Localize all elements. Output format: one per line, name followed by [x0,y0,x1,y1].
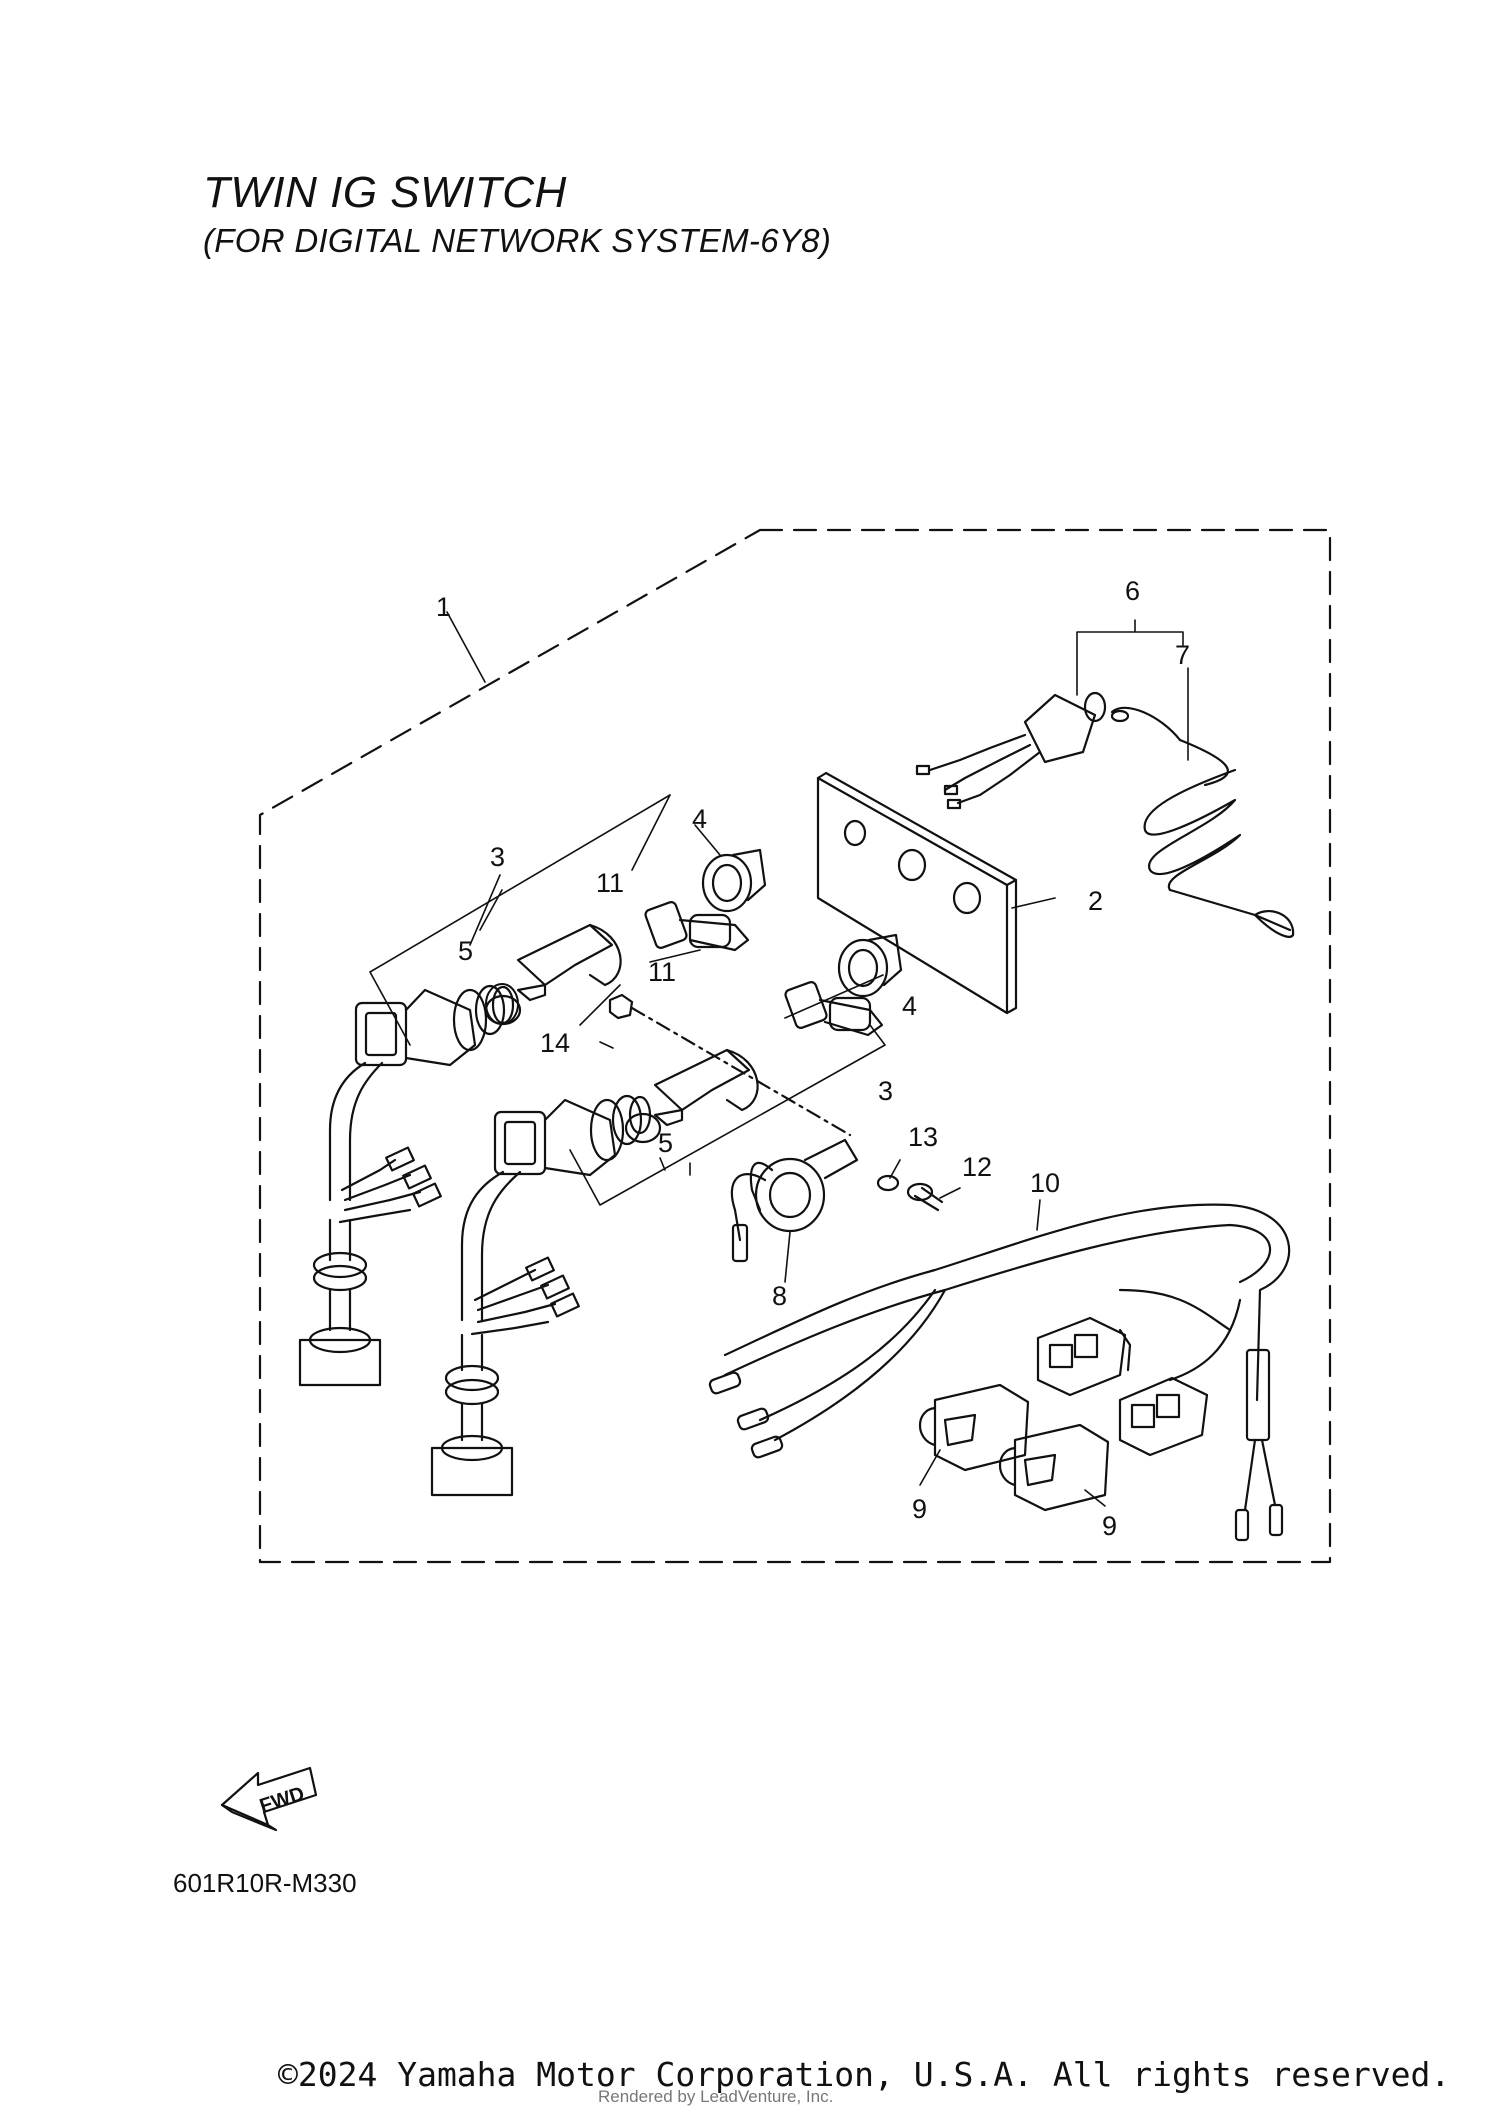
callout-5-upper: 5 [458,936,473,966]
callout-12: 12 [962,1152,992,1182]
bezel-lower [837,933,903,998]
nut [608,993,634,1020]
callout-3-upper: 3 [490,842,505,872]
washer [876,1174,900,1192]
callout-10: 10 [1030,1168,1060,1198]
key-pair-upper [644,901,750,952]
fwd-arrow-icon: FWD [220,1766,318,1832]
screw [906,1182,944,1212]
diagram-code: 601R10R-M330 [173,1868,357,1898]
callout-6: 6 [1125,576,1140,606]
wire-harness [708,1203,1291,1542]
callout-4-upper: 4 [692,804,707,834]
engine-stop-switch [915,691,1107,810]
callout-1: 1 [436,592,451,622]
callout-9-left: 9 [912,1494,927,1524]
kit-boundary [258,528,1332,1564]
callout-8: 8 [772,1281,787,1311]
relay-right [999,1423,1110,1512]
callout-9-right: 9 [1102,1511,1117,1541]
nut-ring-upper [484,994,522,1026]
buzzer [730,1138,859,1263]
callout-numbers: 1 2 3 3 4 4 5 5 6 7 8 9 9 10 11 11 12 13… [436,576,1190,1541]
callout-2: 2 [1088,886,1103,916]
callout-5-lower: 5 [658,1128,673,1158]
main-switch-lower [430,1094,652,1497]
fwd-label: FWD [257,1783,307,1818]
callout-7: 7 [1175,640,1190,670]
callout-11-lower: 11 [648,957,676,987]
callout-14: 14 [540,1028,570,1058]
switch-panel [816,771,1018,1015]
callout-13: 13 [908,1122,938,1152]
coupler-lower [1118,1376,1209,1457]
leader-lines [369,611,1189,1507]
diagram-subtitle: (FOR DIGITAL NETWORK SYSTEM-6Y8) [203,222,832,259]
callout-4-lower: 4 [902,991,917,1021]
dash-guide [630,1006,852,1137]
key-pair-lower [784,981,884,1037]
relay-left [919,1383,1030,1472]
nut-ring-lower [624,1112,662,1144]
main-switch-upper [298,983,519,1387]
callout-3-lower: 3 [878,1076,893,1106]
copyright-notice: ©2024 Yamaha Motor Corporation, U.S.A. A… [278,2055,1451,2094]
diagram-title: TWIN IG SWITCH [203,168,567,217]
key-cover-lower [653,1048,759,1127]
coupler-upper [1036,1316,1132,1397]
callout-11-upper: 11 [596,868,624,898]
rendered-by-notice: Rendered by LeadVenture, Inc. [598,2087,834,2106]
bezel-upper [701,848,767,913]
key-cover-upper [516,923,622,1002]
lanyard-cord [1110,706,1295,938]
